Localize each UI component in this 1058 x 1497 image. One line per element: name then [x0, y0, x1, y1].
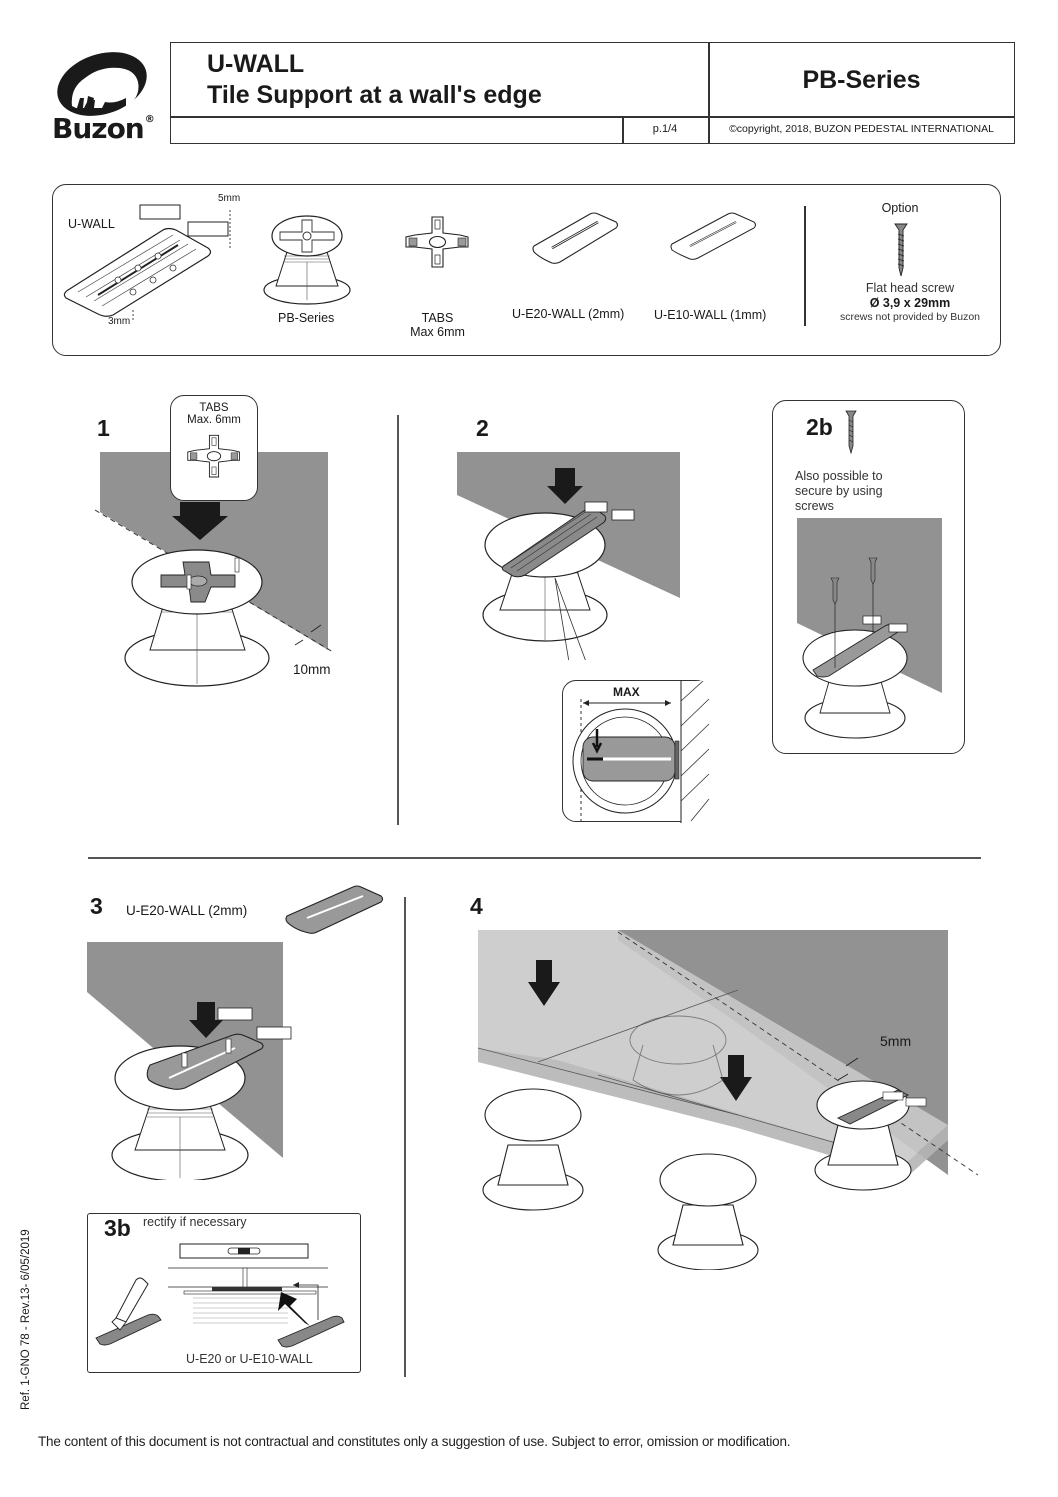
tabs-icon	[400, 213, 475, 273]
step-2b-description: Also possible to secure by using screws	[795, 469, 883, 514]
component-label-u-e10-wall: U-E10-WALL (1mm)	[654, 308, 767, 322]
screw-icon	[845, 410, 857, 454]
max-label: MAX	[613, 685, 640, 699]
step-2b-illustration	[795, 518, 945, 746]
header-divider	[622, 116, 624, 144]
option-heading: Option	[881, 201, 919, 215]
shim-plate-icon	[283, 884, 385, 936]
tabs-icon	[179, 432, 249, 482]
max-detail-callout: MAX	[562, 680, 711, 823]
callout-subtitle: Max. 6mm	[187, 414, 241, 426]
step-number-2: 2	[476, 415, 489, 441]
document-reference: Ref. 1-GNO 78 - Rev.13- 6/05/2019	[20, 1229, 32, 1410]
shim-plate-icon	[668, 210, 758, 260]
step-3b-illustration	[88, 1240, 360, 1350]
max-detail-diagram	[572, 681, 711, 823]
step-number-1: 1	[97, 415, 110, 441]
step-number-2b: 2b	[806, 414, 833, 440]
step-3b-note: rectify if necessary	[143, 1215, 247, 1229]
step-1-illustration	[85, 450, 345, 700]
component-label-u-e20-wall: U-E20-WALL (2mm)	[512, 307, 625, 321]
description-line: screws	[795, 499, 834, 513]
bison-logo-icon	[50, 48, 165, 148]
callout-title: TABS	[199, 402, 229, 414]
tabs-label: TABS	[421, 311, 454, 325]
screw-icon	[893, 222, 909, 278]
brand-name: Buzon	[52, 112, 145, 145]
brand-wordmark: Buzon®	[52, 112, 155, 145]
step-3-label: U-E20-WALL (2mm)	[126, 903, 248, 918]
step-4-illustration	[478, 930, 978, 1270]
screw-note: screws not provided by Buzon	[839, 311, 981, 323]
header-divider	[708, 42, 710, 144]
component-label-pb-series: PB-Series	[278, 311, 335, 325]
step-number-4: 4	[470, 893, 483, 919]
step-3b-panel	[87, 1213, 361, 1373]
step-divider	[404, 897, 406, 1377]
dimension-3mm: 3mm	[108, 316, 131, 327]
description-line: Also possible to	[795, 469, 883, 483]
components-panel	[52, 184, 1001, 356]
step-number-3b: 3b	[104, 1215, 131, 1241]
page-number: p.1/4	[652, 123, 678, 135]
registered-mark: ®	[144, 114, 155, 125]
pedestal-icon	[262, 212, 352, 307]
disclaimer: The content of this document is not cont…	[38, 1434, 791, 1449]
step-3b-caption: U-E20 or U-E10-WALL	[186, 1352, 313, 1366]
dimension-10mm: 10mm	[293, 662, 331, 677]
product-series: PB-Series	[802, 66, 921, 94]
document-title: U-WALL	[207, 50, 305, 78]
tabs-callout: TABS Max. 6mm	[170, 395, 258, 501]
screw-dimensions: Ø 3,9 x 29mm	[869, 296, 951, 310]
component-label-tabs: TABS Max 6mm	[400, 311, 475, 339]
section-divider	[88, 857, 981, 859]
component-label-u-wall: U-WALL	[68, 217, 115, 231]
screw-type: Flat head screw	[865, 281, 955, 295]
description-line: secure by using	[795, 484, 883, 498]
components-divider	[804, 206, 806, 326]
u-wall-plate-icon	[58, 200, 248, 320]
header-divider	[170, 116, 1015, 118]
step-3-illustration	[85, 940, 385, 1180]
copyright-notice: ©copyright, 2018, BUZON PEDESTAL INTERNA…	[729, 123, 994, 135]
step-number-3: 3	[90, 893, 103, 919]
step-2-illustration	[455, 450, 685, 660]
dimension-5mm: 5mm	[880, 1033, 912, 1049]
header-frame	[170, 42, 1015, 144]
document-subtitle: Tile Support at a wall's edge	[207, 81, 542, 109]
shim-plate-icon	[530, 210, 620, 270]
dimension-5mm: 5mm	[218, 193, 241, 204]
step-divider	[397, 415, 399, 825]
tabs-max-label: Max 6mm	[410, 325, 465, 339]
